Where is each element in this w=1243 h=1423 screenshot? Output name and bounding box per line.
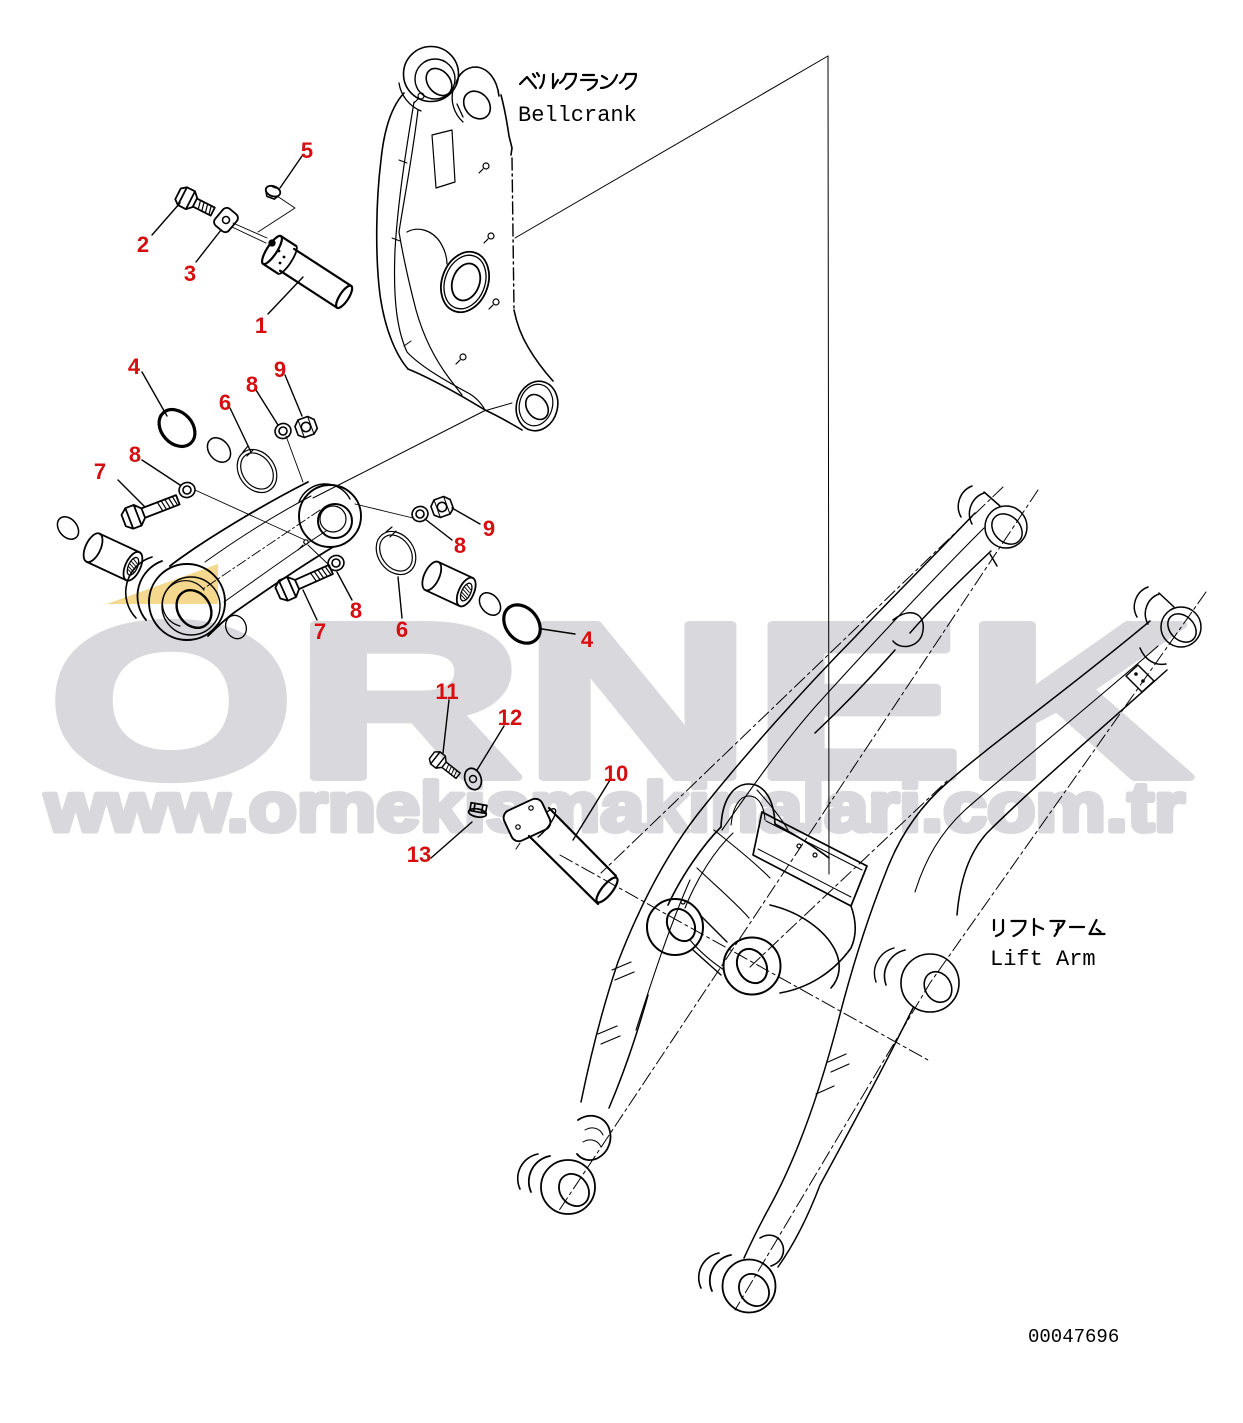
svg-text:7: 7 (314, 619, 326, 644)
svg-text:2: 2 (137, 232, 149, 257)
svg-text:4: 4 (128, 354, 141, 379)
svg-text:10: 10 (604, 761, 628, 786)
svg-text:11: 11 (435, 679, 458, 704)
svg-text:8: 8 (246, 372, 258, 397)
svg-text:13: 13 (407, 842, 431, 867)
svg-text:6: 6 (396, 617, 408, 642)
svg-text:6: 6 (219, 390, 231, 415)
svg-text:3: 3 (184, 261, 196, 286)
svg-text:1: 1 (255, 313, 267, 338)
svg-text:Bellcrank: Bellcrank (518, 103, 637, 128)
svg-text:5: 5 (301, 138, 313, 163)
svg-text:Lift Arm: Lift Arm (990, 947, 1096, 972)
svg-text:8: 8 (350, 598, 362, 623)
svg-text:8: 8 (129, 442, 141, 467)
svg-text:9: 9 (274, 357, 286, 382)
svg-text:8: 8 (454, 533, 466, 558)
svg-text:7: 7 (94, 459, 106, 484)
svg-text:9: 9 (483, 516, 495, 541)
svg-text:00047696: 00047696 (1028, 1326, 1119, 1348)
svg-text:12: 12 (498, 705, 522, 730)
svg-text:4: 4 (581, 627, 594, 652)
svg-text:www.ornekismakinalari.com.tr: www.ornekismakinalari.com.tr (44, 767, 1185, 846)
